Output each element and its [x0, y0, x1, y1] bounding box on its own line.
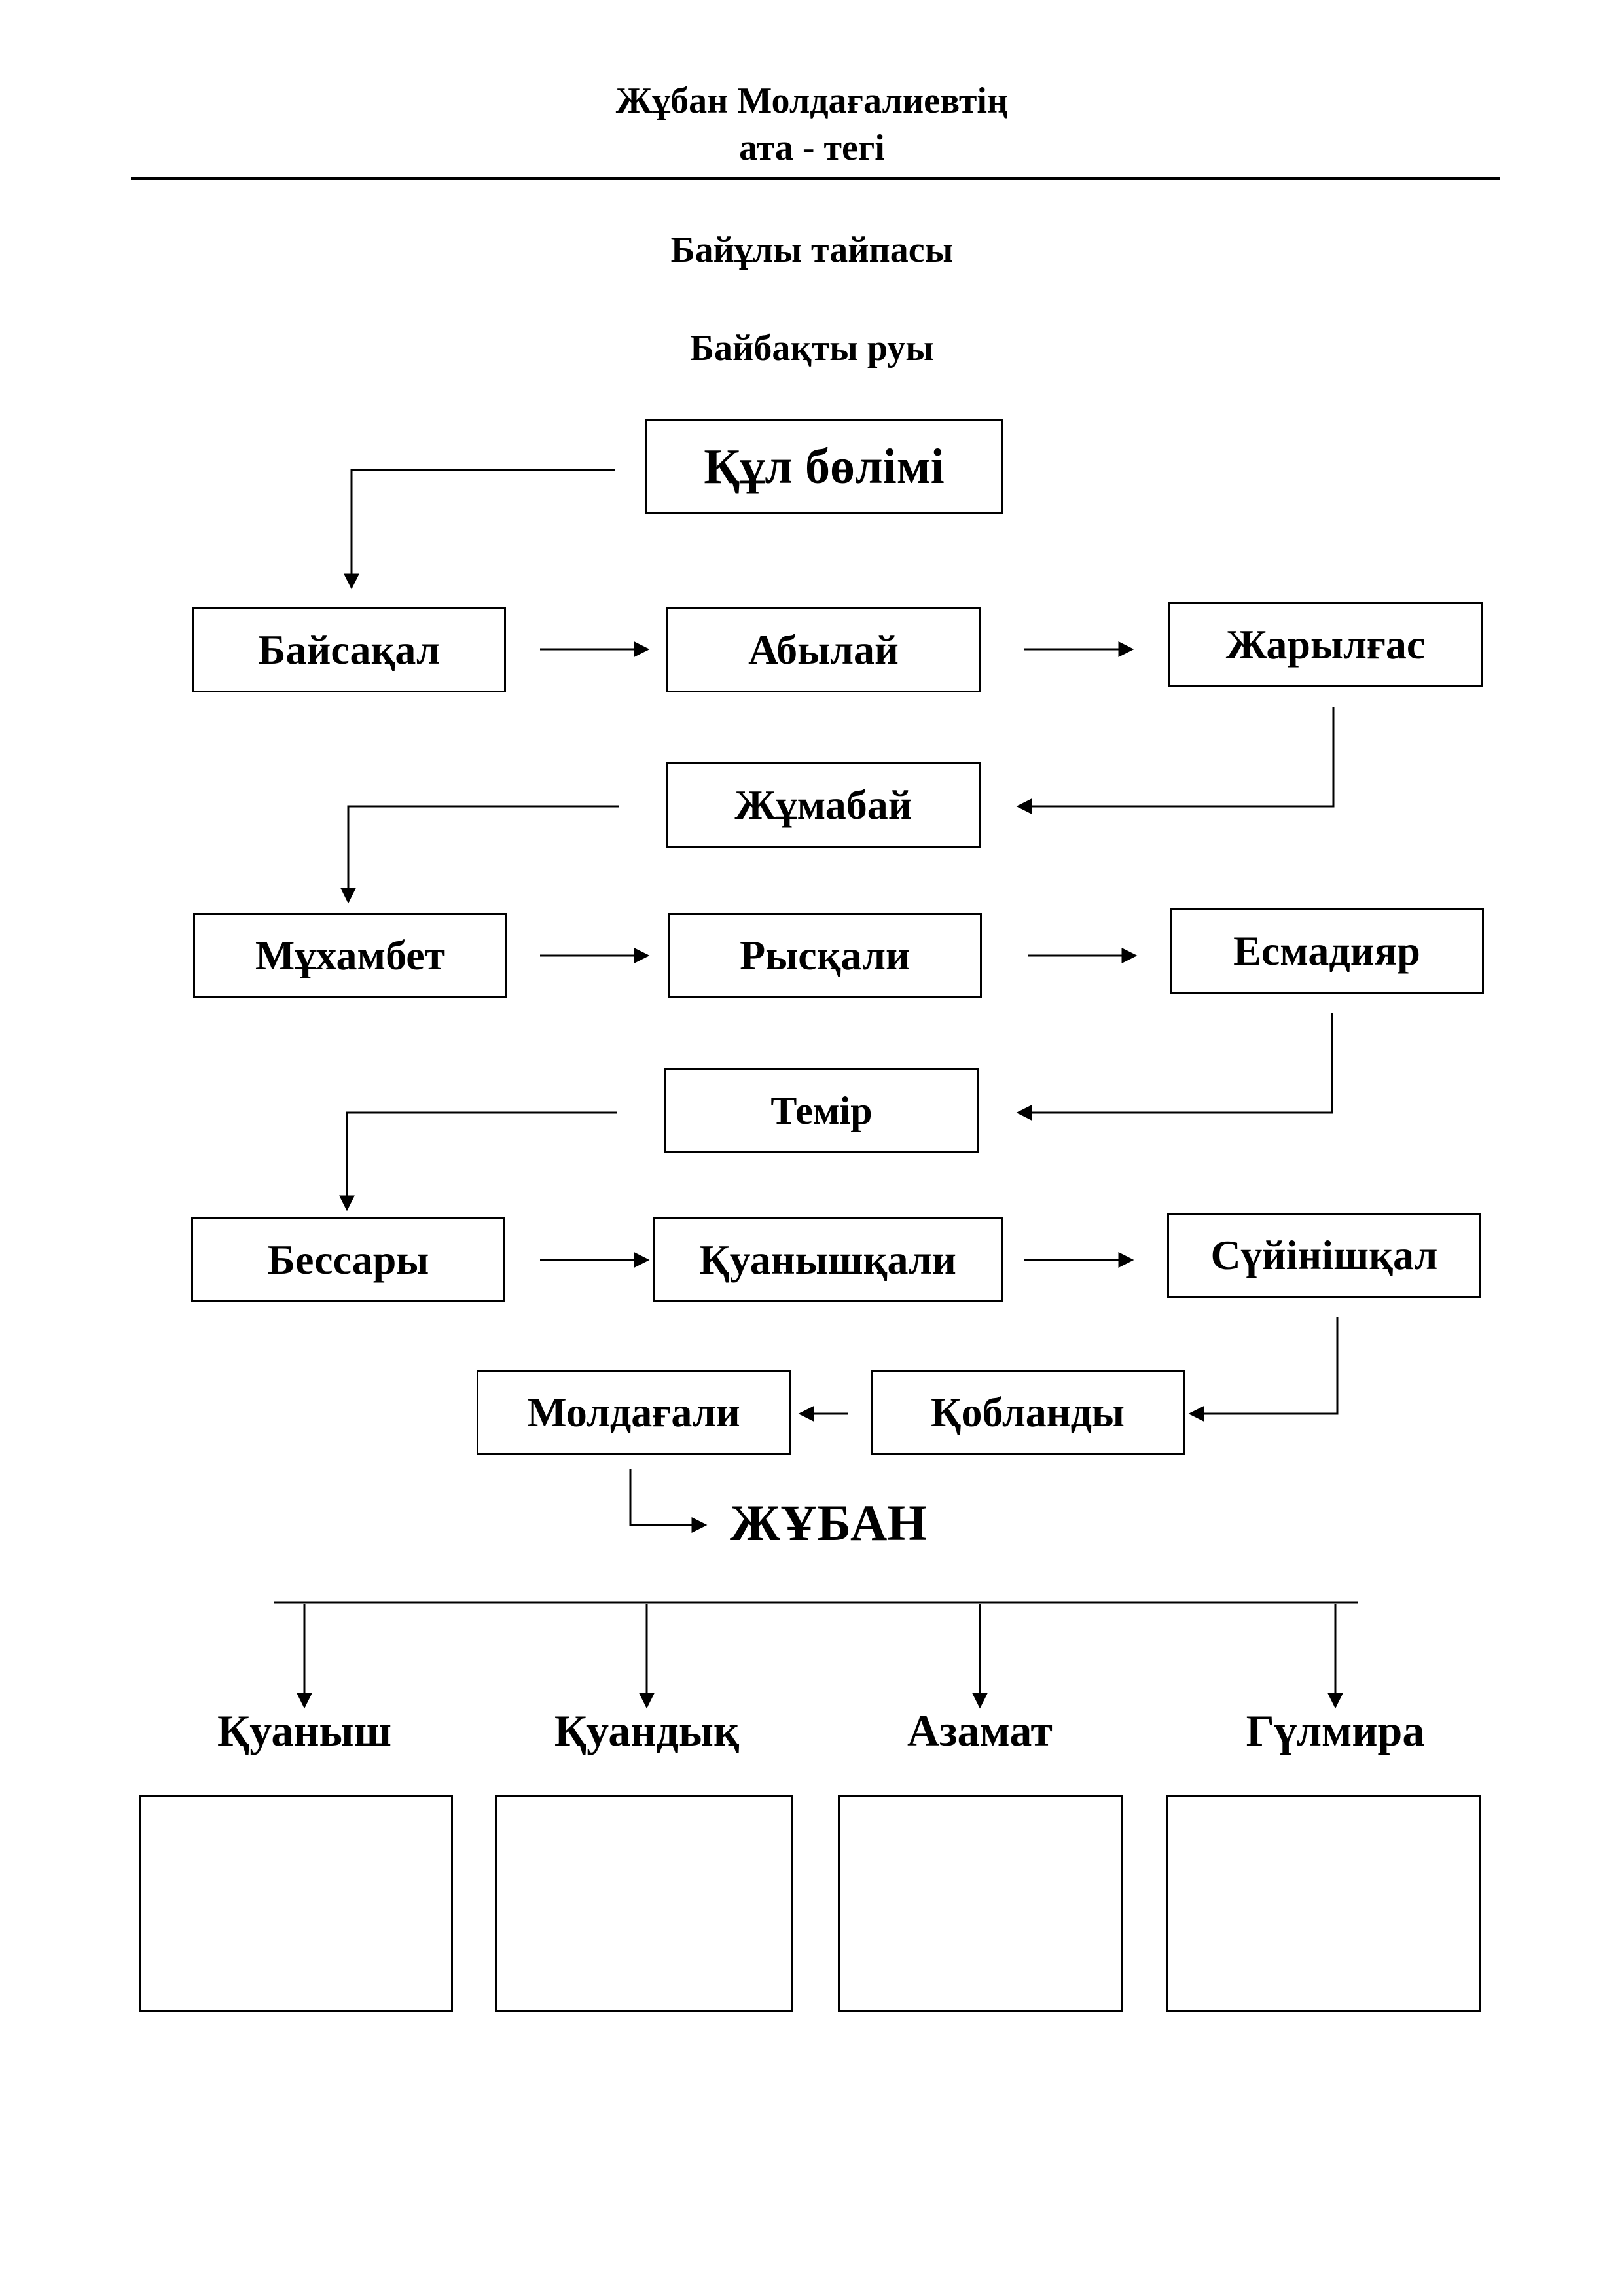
- ancestor-box-temir: Темір: [664, 1068, 979, 1153]
- branch-box-kul: Құл бөлімі: [645, 419, 1003, 514]
- ancestor-box-baisakal: Байсақал: [192, 607, 506, 692]
- header-divider: [131, 177, 1500, 180]
- photo-frame-quandyq: [495, 1795, 793, 2012]
- ancestor-box-mukhambet: Мұхамбет: [193, 913, 507, 998]
- ancestor-box-qoblandy: Қобланды: [871, 1370, 1185, 1455]
- ancestor-box-suinishqal: Сүйінішқал: [1167, 1213, 1481, 1298]
- ancestor-box-esmadiyar: Есмадияр: [1170, 908, 1484, 994]
- ancestor-box-abylai: Абылай: [666, 607, 981, 692]
- child-name-azamat: Азамат: [907, 1706, 1053, 1755]
- title-line-2: ата - тегі: [739, 128, 885, 168]
- tribe-label: Байұлы тайпасы: [670, 230, 954, 270]
- ancestor-box-moldagali: Молдағали: [477, 1370, 791, 1455]
- ancestor-box-zhumabai: Жұмабай: [666, 762, 981, 848]
- clan-label: Байбақты руы: [690, 328, 934, 368]
- child-name-quanysh: Қуаныш: [217, 1706, 392, 1755]
- photo-frame-quanysh: [139, 1795, 453, 2012]
- child-name-gulmira: Гүлмира: [1246, 1706, 1425, 1755]
- ancestor-box-bessary: Бессары: [191, 1217, 505, 1302]
- child-name-quandyq: Қуандық: [554, 1706, 740, 1755]
- root-person-zhuban: ЖҰБАН: [730, 1494, 927, 1551]
- ancestor-box-rysqali: Рысқали: [668, 913, 982, 998]
- ancestor-box-quanyshqali: Қуанышқали: [653, 1217, 1003, 1302]
- photo-frame-azamat: [838, 1795, 1123, 2012]
- ancestor-box-zharylgas: Жарылғас: [1168, 602, 1483, 687]
- photo-frame-gulmira: [1166, 1795, 1481, 2012]
- title-line-1: Жұбан Молдағалиевтің: [615, 81, 1009, 121]
